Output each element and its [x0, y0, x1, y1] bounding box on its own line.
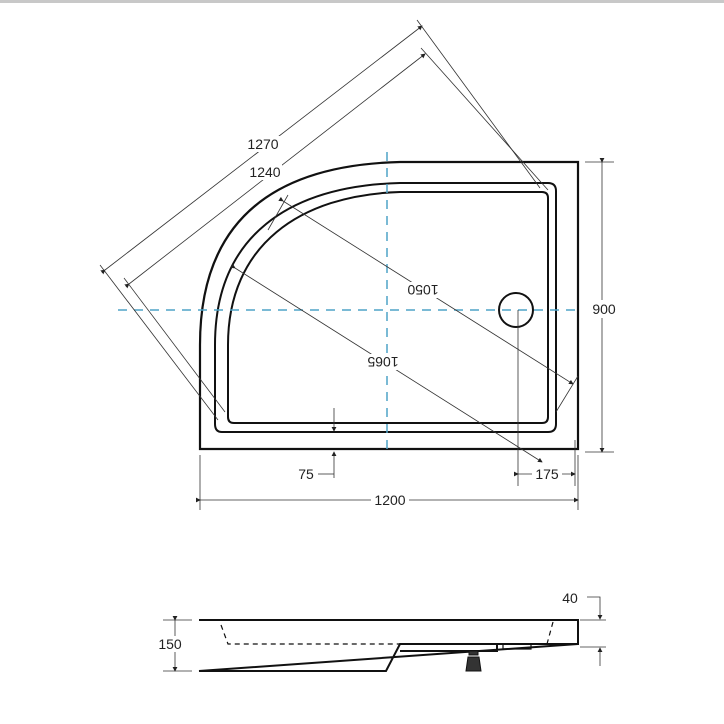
ext-line [416, 19, 541, 189]
label-1270: 1270 [247, 136, 278, 152]
top-border [0, 0, 724, 3]
label-150: 150 [158, 636, 182, 652]
tray-rim-outline [214, 182, 557, 433]
tray-plan [198, 160, 580, 451]
drain-outlet [502, 645, 532, 650]
adjustable-foot-icon [465, 650, 482, 672]
label-1200: 1200 [374, 492, 405, 508]
label-1240: 1240 [249, 164, 280, 180]
label-900: 900 [592, 301, 616, 317]
ext-line [420, 47, 549, 191]
label-1050: 1050 [407, 282, 438, 298]
ext-line [99, 264, 219, 421]
ext-line [555, 375, 579, 413]
label-175: 175 [535, 466, 559, 482]
label-1065: 1065 [367, 354, 398, 370]
ext-line [267, 194, 289, 231]
label-75: 75 [298, 466, 314, 482]
tray-side-view [198, 619, 579, 672]
tray-outer-outline [198, 160, 580, 451]
side-profile-outline [198, 619, 579, 672]
ext-line [123, 277, 226, 413]
label-40: 40 [562, 590, 578, 606]
dim-line-40-top [587, 596, 603, 620]
dashed-basin-line [220, 621, 554, 645]
